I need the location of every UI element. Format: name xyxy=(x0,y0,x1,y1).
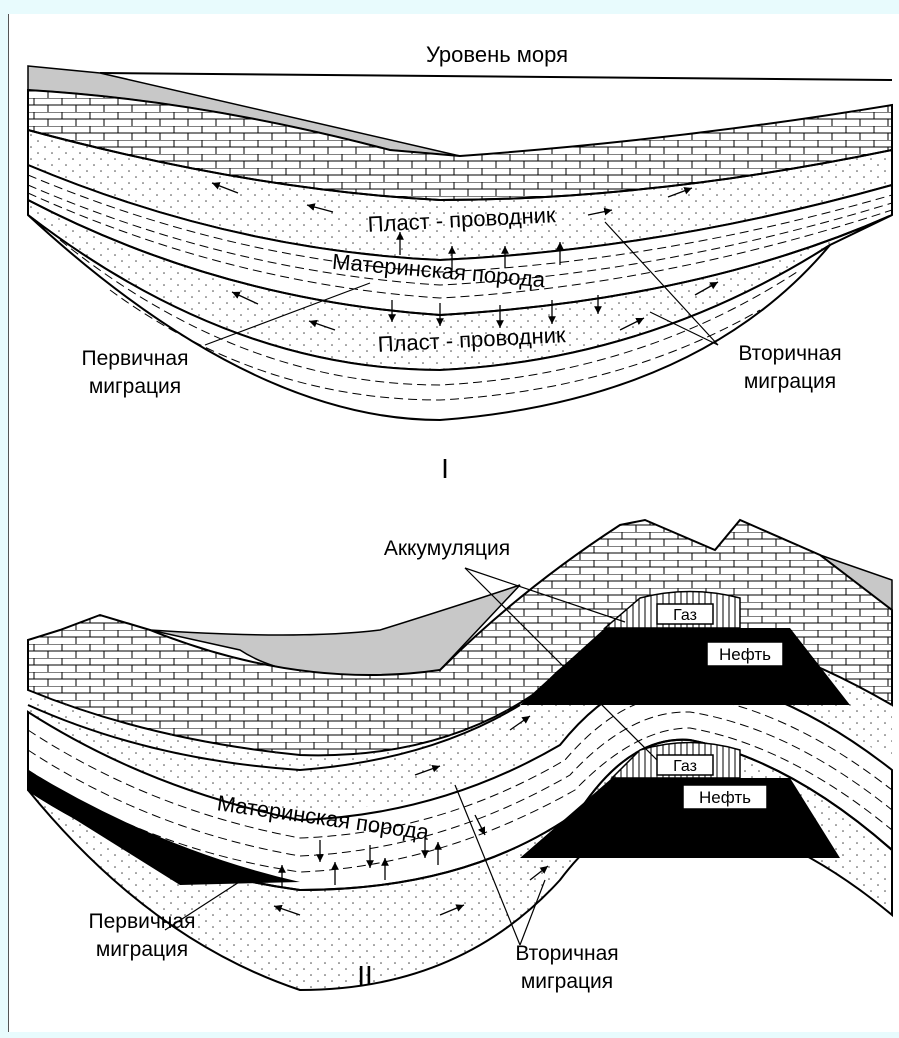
secondary-migration-label-I-line2: миграция xyxy=(744,370,836,393)
secondary-migration-label-II-line1: Вторичная xyxy=(515,942,618,965)
oil-label-upper: Нефть xyxy=(719,645,771,664)
sea-level-line xyxy=(100,73,892,80)
oil-label-lower: Нефть xyxy=(699,788,751,807)
gas-label-upper: Газ xyxy=(673,607,697,624)
roman-numeral-I: I xyxy=(441,453,449,484)
diagram-two: Аккумуляция Газ Нефть Газ Нефть Материнс… xyxy=(28,520,892,993)
primary-migration-label-I-line2: миграция xyxy=(89,375,181,398)
diagram-one: Уровень моря Пласт - проводник Материнск… xyxy=(28,42,892,484)
primary-migration-label-II-line1: Первичная xyxy=(89,910,196,933)
primary-migration-label-I-line1: Первичная xyxy=(82,347,189,370)
primary-migration-label-II-line2: миграция xyxy=(96,938,188,961)
accumulation-label: Аккумуляция xyxy=(384,537,510,560)
secondary-migration-label-I-line1: Вторичная xyxy=(738,342,841,365)
secondary-migration-label-II-line2: миграция xyxy=(521,970,613,993)
sea-level-label: Уровень моря xyxy=(426,42,568,67)
roman-numeral-II: II xyxy=(357,960,373,991)
gas-label-lower: Газ xyxy=(673,758,697,775)
